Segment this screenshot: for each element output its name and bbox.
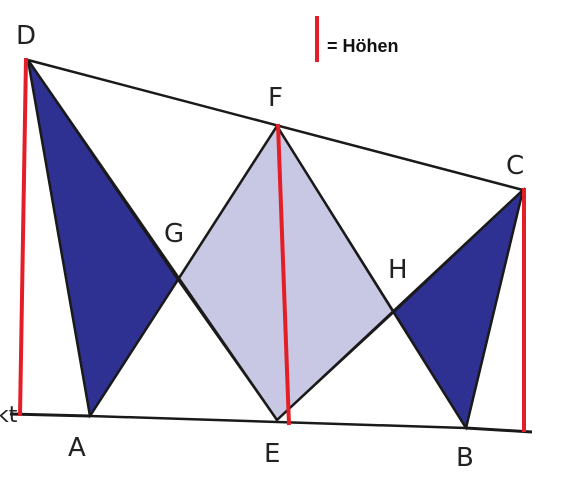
edge-a-b: [89, 414, 467, 430]
label-b: B: [456, 443, 474, 473]
triangle-h-c-b: [392, 186, 525, 431]
baseline-extension-left: [9, 412, 91, 418]
line-f-b: [275, 125, 468, 429]
height-from-d: [18, 57, 28, 417]
label-h: H: [388, 255, 408, 285]
label-a: A: [68, 433, 86, 463]
label-g: G: [164, 219, 184, 249]
triangle-d-a-g: [27, 59, 180, 419]
line-d-e: [26, 59, 279, 421]
height-from-f: [276, 123, 291, 426]
legend-label: = Höhen: [327, 36, 399, 56]
edge-text-fragment: kt: [0, 403, 18, 428]
edge-d-c: [27, 58, 524, 192]
label-d: D: [16, 21, 36, 51]
line-a-f: [88, 125, 279, 417]
label-f: F: [268, 83, 283, 113]
label-c: C: [506, 151, 524, 181]
label-e: E: [264, 439, 280, 469]
baseline-extension-right: [465, 426, 533, 434]
line-e-c: [276, 189, 524, 421]
edge-b-c: [464, 189, 525, 429]
edge-d-a: [26, 59, 92, 417]
